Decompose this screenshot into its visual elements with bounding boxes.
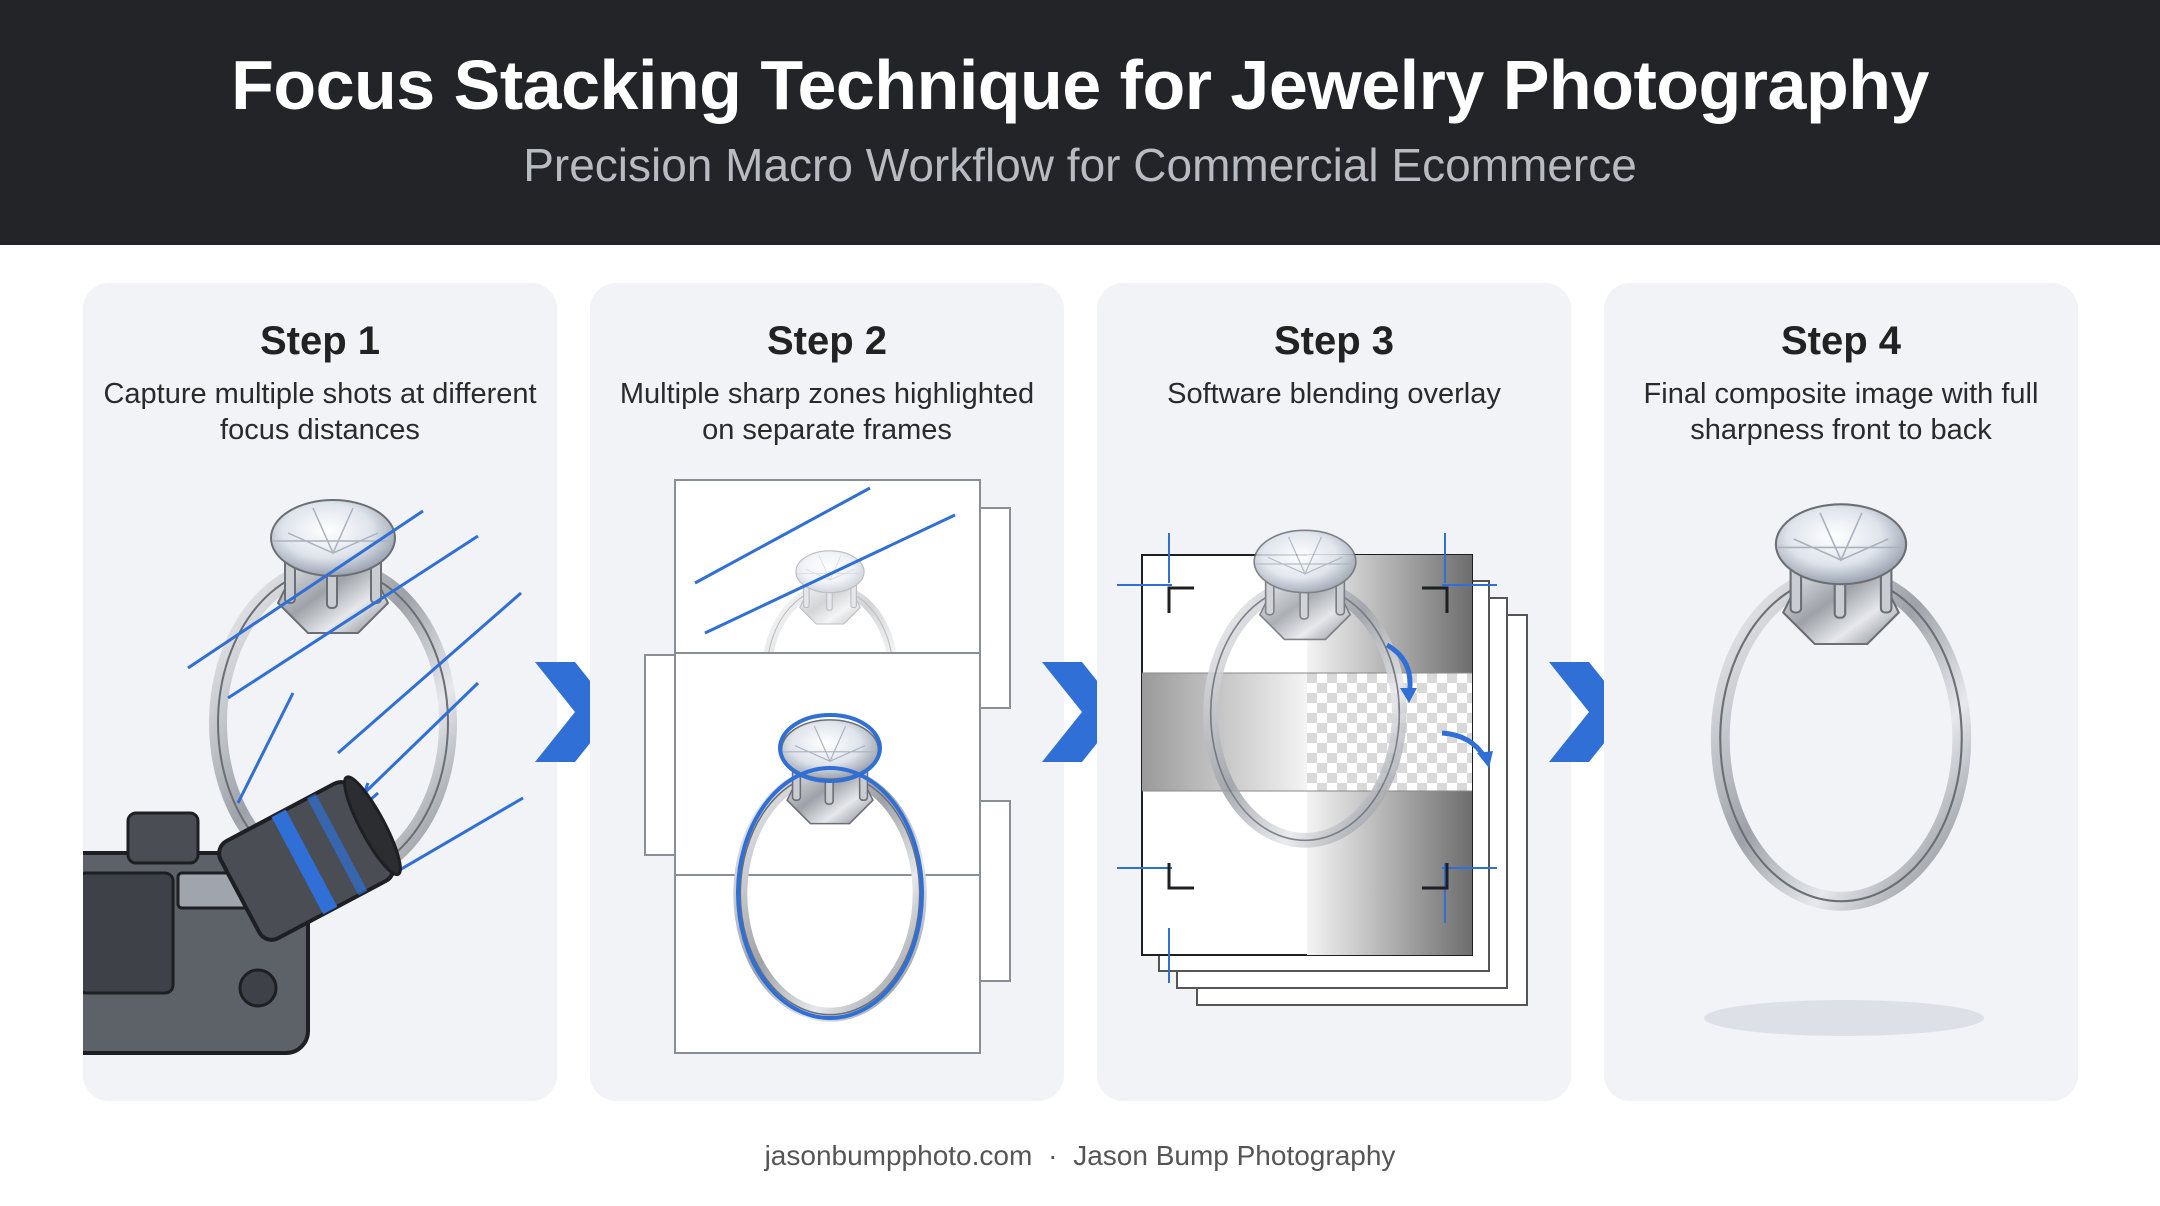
step-3-panel: Step 3 Software blending overlay (1097, 283, 1571, 1101)
ring-icon (1720, 504, 1962, 901)
step-2-panel: Step 2 Multiple sharp zones highlighted … (590, 283, 1064, 1101)
step-1-panel: Step 1 Capture multiple shots at differe… (83, 283, 557, 1101)
step-4-description: Final composite image with full sharpnes… (1643, 378, 2039, 446)
header: Focus Stacking Technique for Jewelry Pho… (0, 0, 2160, 245)
camera-icon (83, 775, 402, 1055)
step-1-description: Capture multiple shots at different focu… (103, 378, 537, 446)
step-4-illustration (1704, 283, 1984, 1036)
step-3-title: Step 3 (1273, 319, 1395, 363)
crop-marks (1117, 533, 1497, 983)
page-title: Focus Stacking Technique for Jewelry Pho… (231, 46, 1929, 124)
footer-separator: · (1048, 1140, 1058, 1171)
step-1-illustration (83, 283, 524, 1055)
step-3-illustration (1117, 283, 1528, 1006)
step-1-title: Step 1 (259, 319, 381, 363)
step-2-description: Multiple sharp zones highlighted on sepa… (619, 378, 1035, 446)
step-3-description: Software blending overlay (1167, 378, 1501, 410)
step-4-title: Step 4 (1780, 319, 1902, 363)
footer-site: jasonbumpphoto.com (764, 1140, 1033, 1171)
footer-brand: Jason Bump Photography (1073, 1140, 1396, 1171)
step-2-title: Step 2 (766, 319, 888, 363)
top-focus-zone (694, 486, 956, 635)
step-2-illustration (644, 479, 1011, 1054)
page-subtitle: Precision Macro Workflow for Commercial … (523, 139, 1637, 191)
crop-corners (1167, 586, 1449, 890)
step-4-panel: Step 4 Final composite image with full s… (1604, 283, 2078, 1101)
footer: jasonbumpphoto.com · Jason Bump Photogra… (0, 1140, 2160, 1172)
